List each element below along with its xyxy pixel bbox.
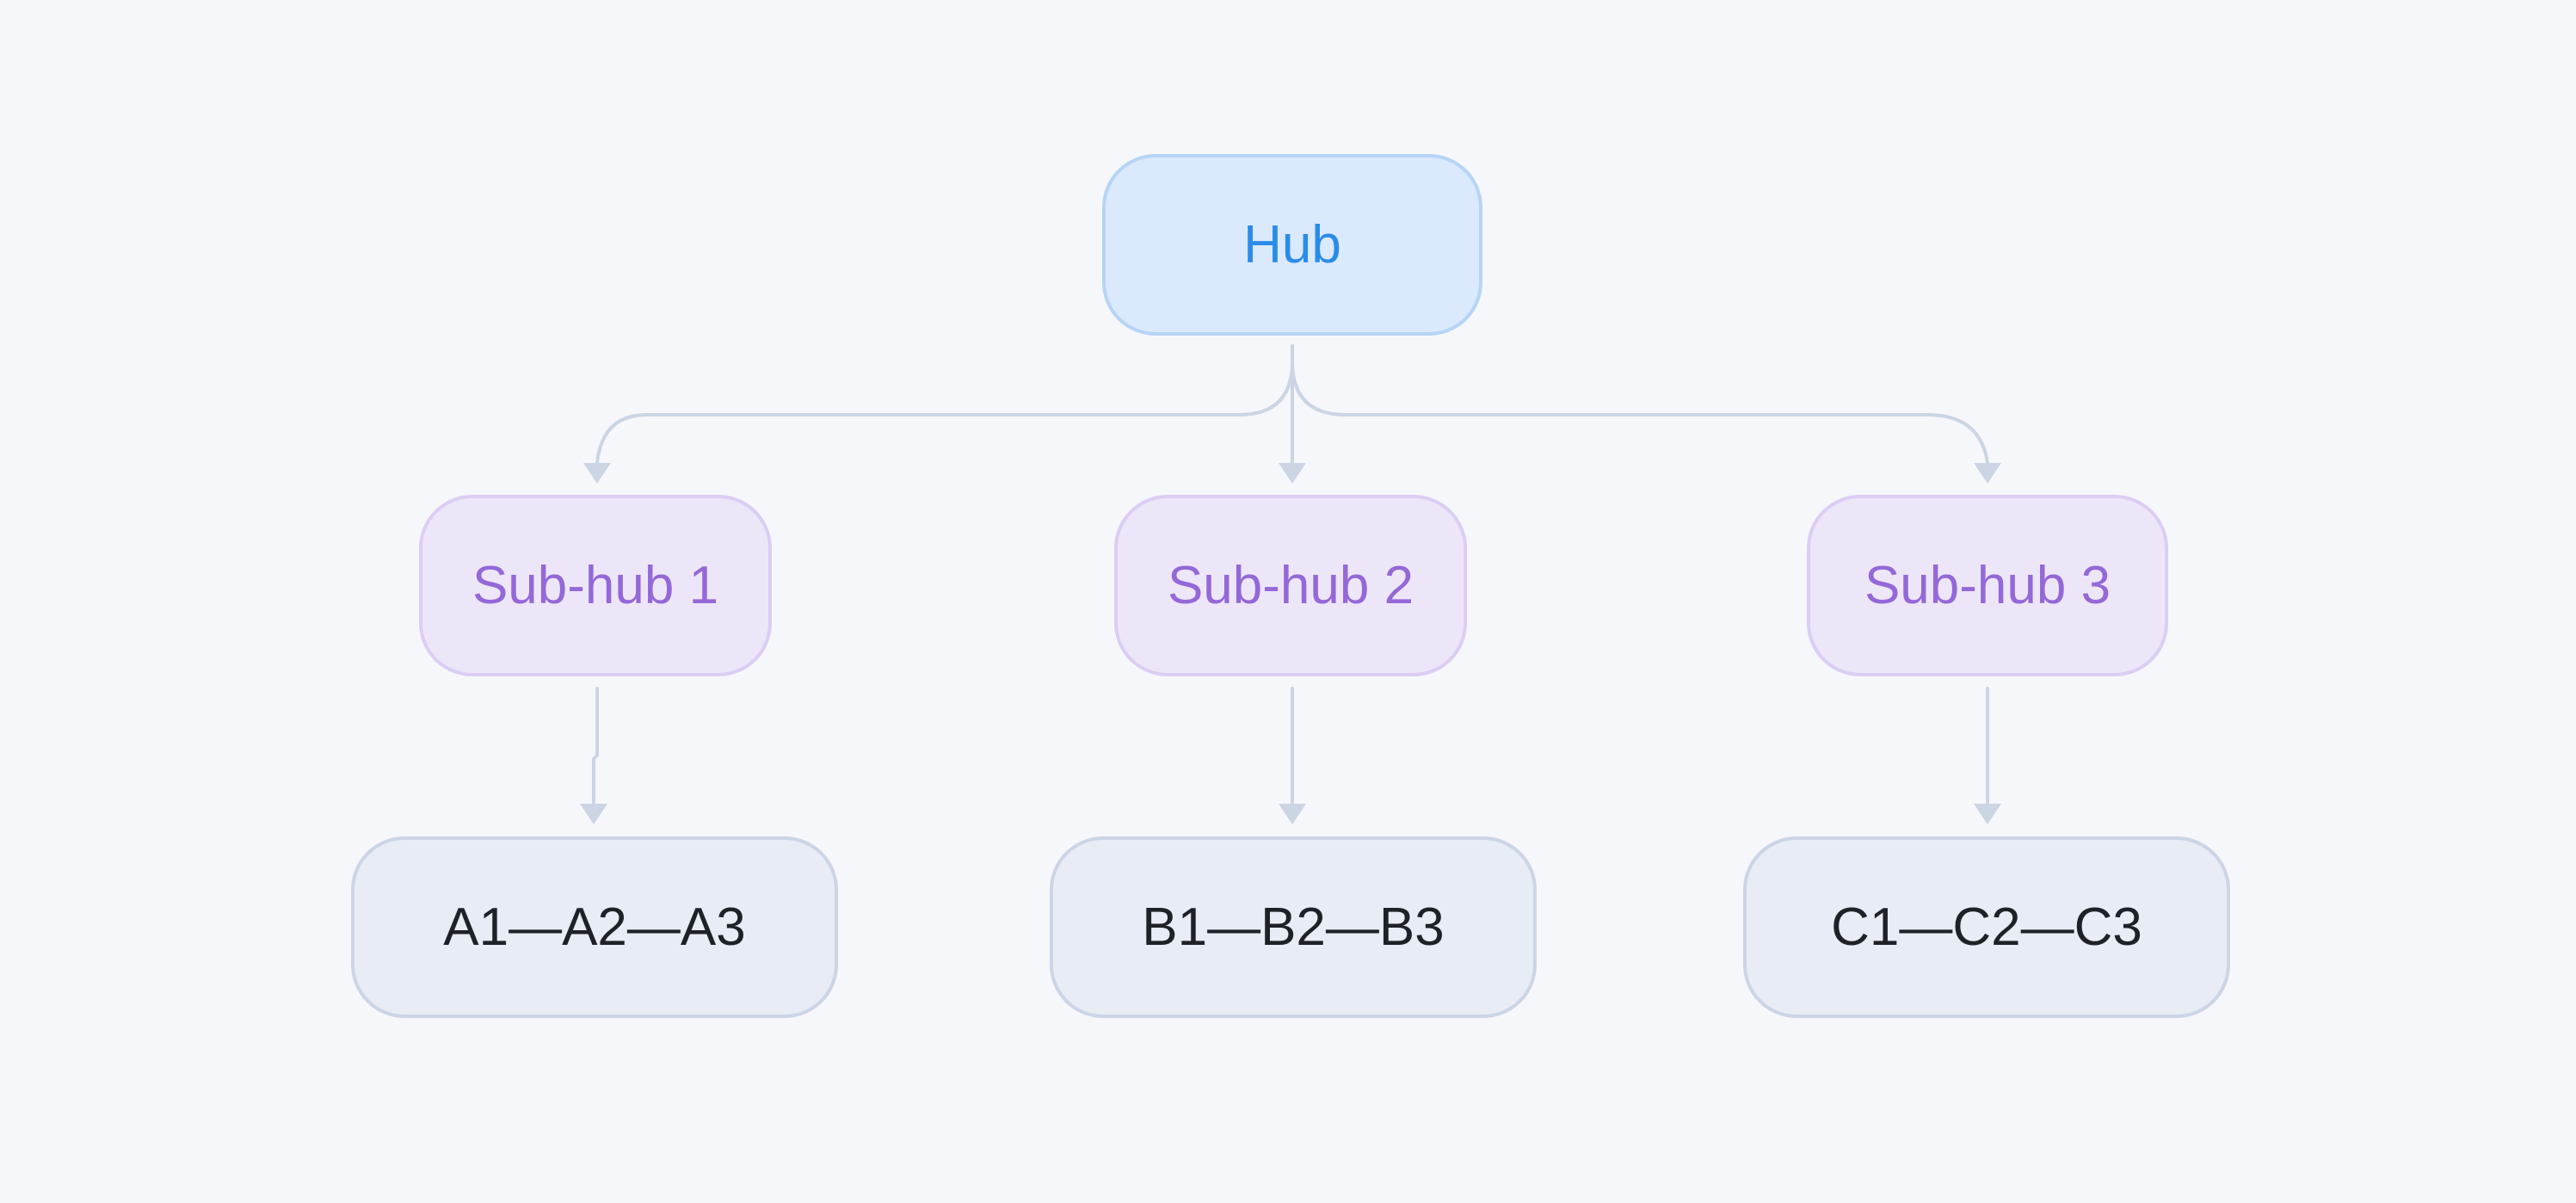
leaf-c-node: C1—C2—C3 (1743, 836, 2230, 1018)
leaf-b-node: B1—B2—B3 (1050, 836, 1537, 1018)
sub-hub-1-node: Sub-hub 1 (419, 495, 772, 676)
edge-hub-to-sub-hub-3 (1291, 344, 1989, 477)
sub-hub-3-label: Sub-hub 3 (1864, 555, 2111, 615)
leaf-b-label: B1—B2—B3 (1142, 897, 1445, 957)
sub-hub-2-node: Sub-hub 2 (1114, 495, 1467, 676)
leaf-a-label: A1—A2—A3 (443, 897, 746, 957)
hub-node: Hub (1102, 154, 1482, 336)
edge-hub-to-sub-hub-1 (595, 344, 1294, 477)
edge-sub-hub-1-to-a (592, 687, 599, 816)
arrowhead-a (580, 804, 607, 824)
leaf-c-label: C1—C2—C3 (1831, 897, 2142, 957)
arrowhead-sub-hub-2 (1279, 463, 1306, 484)
sub-hub-2-label: Sub-hub 2 (1167, 555, 1414, 615)
hub-label: Hub (1243, 214, 1341, 275)
arrowhead-b (1279, 804, 1306, 824)
sub-hub-1-label: Sub-hub 1 (471, 555, 719, 615)
arrowhead-c (1974, 804, 2001, 824)
arrowhead-sub-hub-3 (1974, 463, 2001, 484)
sub-hub-3-node: Sub-hub 3 (1807, 495, 2168, 676)
arrowhead-sub-hub-1 (583, 463, 611, 484)
leaf-a-node: A1—A2—A3 (351, 836, 838, 1018)
